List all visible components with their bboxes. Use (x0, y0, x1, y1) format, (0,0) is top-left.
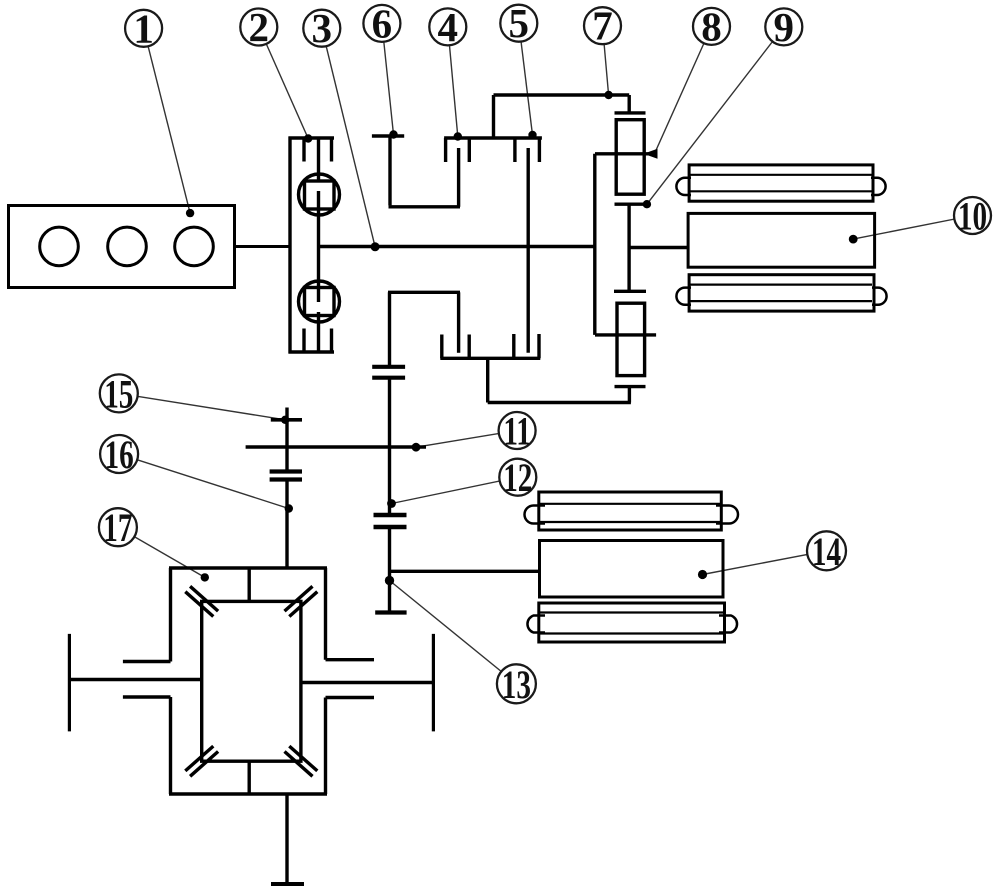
svg-text:14: 14 (812, 529, 841, 574)
svg-text:9: 9 (774, 4, 795, 50)
svg-text:5: 5 (509, 0, 530, 46)
svg-text:15: 15 (104, 372, 133, 417)
svg-text:6: 6 (372, 0, 393, 46)
svg-text:11: 11 (503, 409, 531, 454)
svg-text:12: 12 (503, 456, 532, 501)
svg-text:16: 16 (105, 433, 134, 478)
svg-text:13: 13 (502, 662, 531, 707)
svg-text:10: 10 (958, 194, 987, 239)
svg-text:1: 1 (133, 5, 154, 51)
svg-text:7: 7 (592, 3, 613, 49)
svg-text:4: 4 (438, 4, 459, 50)
svg-text:3: 3 (312, 5, 333, 51)
svg-text:2: 2 (249, 4, 270, 50)
svg-text:8: 8 (701, 3, 722, 49)
svg-text:17: 17 (103, 506, 132, 551)
